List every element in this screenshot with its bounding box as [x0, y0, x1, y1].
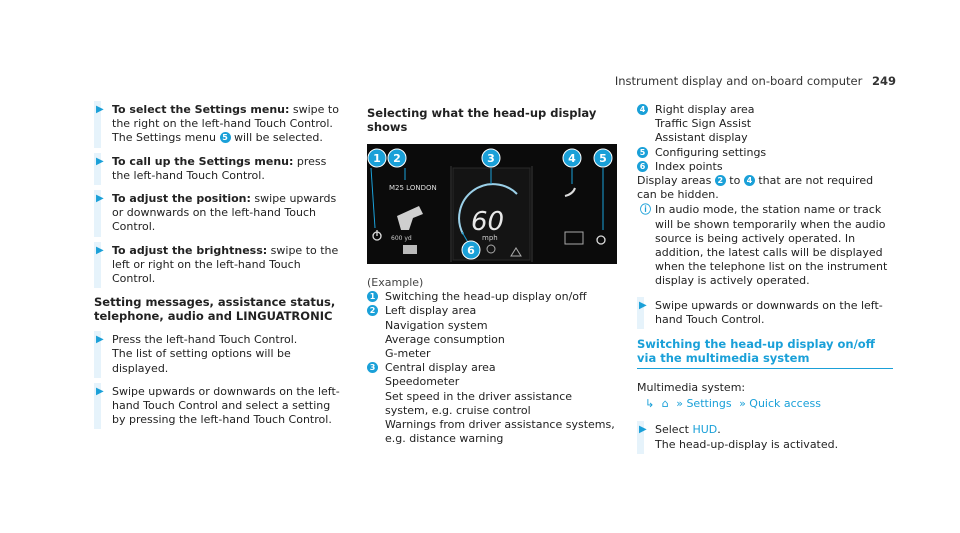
step-arrow-icon: ▶ [96, 244, 104, 256]
step-arrow-icon: ▶ [96, 334, 104, 346]
item-4-sub: Traffic Sign Assist [655, 117, 752, 131]
chevron-icon: » [739, 397, 746, 411]
step-press-touch-control: ▶ Press the left-hand Touch Control. The… [94, 331, 346, 378]
chapter-title: Instrument display and on-board computer [614, 74, 863, 88]
item-2-sub: Navigation system [385, 318, 488, 332]
menu-quick-access[interactable]: Quick access [749, 397, 821, 411]
page-number: 249 [871, 74, 896, 88]
nav-title: M25 LONDON [389, 184, 437, 192]
step-arrow-icon: ▶ [96, 385, 104, 397]
figure-caption: (Example) [367, 276, 424, 289]
callout-3 [481, 148, 501, 168]
callout-4 [562, 148, 582, 168]
item-3-sub: Speedometer [385, 375, 460, 389]
speed-value: 60 [471, 207, 504, 237]
callout-6 [461, 240, 481, 260]
hud-option[interactable]: HUD [692, 423, 718, 437]
callout-2 [387, 148, 407, 168]
page-header: Instrument display and on-board computer… [615, 74, 896, 88]
step-adjust-brightness: ▶ To adjust the brightness: swipe to the… [94, 241, 346, 288]
step-arrow-icon: ▶ [639, 424, 647, 436]
item-2-sub: G-meter [385, 347, 431, 361]
callout-label-4: 4 [568, 152, 576, 165]
nav-distance: 600 yd [391, 235, 412, 242]
left-column: ▶ To select the Settings menu: swipe to … [94, 101, 346, 436]
return-arrow-icon: ↳ [645, 397, 655, 411]
display-areas-text: Display areas 2 to 4 that are not requir… [637, 174, 874, 202]
multimedia-label: Multimedia system: [637, 381, 746, 395]
callout-label-6: 6 [467, 244, 475, 257]
section-heading-multimedia: Switching the head-up display on/off via… [637, 337, 893, 370]
item-3-sub: Warnings from driver assistance systems,… [385, 418, 615, 446]
assist-icon [564, 231, 584, 245]
step-arrow-icon: ▶ [639, 299, 647, 311]
callout-1 [367, 148, 387, 168]
callout-label-2: 2 [393, 152, 401, 165]
gauge-icon [486, 244, 496, 254]
callout-label-5: 5 [599, 152, 607, 165]
chevron-icon: » [676, 397, 683, 411]
item-3-sub: Set speed in the driver assistance syste… [385, 389, 573, 417]
item-4-sub: Assistant display [655, 131, 748, 145]
section-heading-setting-messages: Setting messages, assistance status, tel… [94, 295, 336, 324]
info-note: ⓘ In audio mode, the station name or tra… [640, 203, 888, 288]
step-swipe-select: ▶ Swipe upwards or downwards on the left… [94, 382, 346, 430]
callout-label-3: 3 [487, 152, 495, 165]
nav-arrow-icon [397, 206, 423, 230]
step-select-settings: ▶ To select the Settings menu: swipe to … [94, 101, 346, 148]
step-swipe: ▶ Swipe upwards or downwards on the left… [637, 296, 893, 330]
home-icon[interactable]: ⌂ [661, 397, 669, 411]
middle-column: Selecting what the head-up display shows… [367, 103, 617, 446]
gear-icon [596, 235, 606, 245]
menu-settings[interactable]: Settings [686, 397, 732, 411]
callout-badge: 5 [219, 132, 231, 144]
warning-icon [510, 247, 522, 257]
callout-5 [593, 148, 613, 168]
speed-unit: mph [482, 234, 498, 242]
step-arrow-icon: ▶ [96, 155, 104, 167]
step-call-settings: ▶ To call up the Settings menu: press th… [94, 152, 346, 186]
menu-path: ↳ ⌂ » Settings » Quick access [645, 397, 893, 411]
step-arrow-icon: ▶ [96, 104, 104, 115]
step-adjust-position: ▶ To adjust the position: swipe upwards … [94, 190, 346, 237]
item-2-sub: Average consumption [385, 332, 505, 346]
info-icon: ⓘ [640, 203, 651, 217]
curve-sign-icon [564, 187, 576, 197]
section-heading-hud: Selecting what the head-up display shows [367, 106, 597, 134]
lane-icon [403, 245, 417, 254]
step-select-hud: ▶ Select HUD. The head-up-display is act… [637, 421, 893, 455]
callout-label-1: 1 [373, 152, 381, 165]
step-arrow-icon: ▶ [96, 193, 104, 205]
